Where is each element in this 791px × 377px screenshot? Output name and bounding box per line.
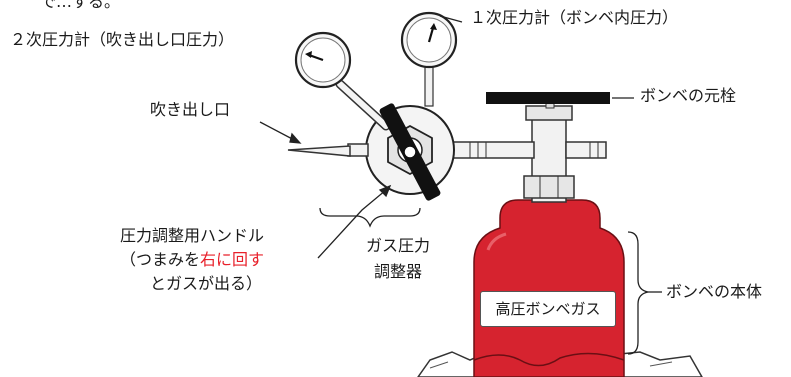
connecting-pipe: [441, 141, 535, 159]
handle-note: （つまみを右に回す: [120, 250, 264, 270]
secondary-pressure-gauge: [294, 31, 352, 89]
regulator-label-line1: ガス圧力: [366, 236, 431, 255]
handle-note-highlight: 右に回す: [200, 250, 265, 269]
leader-lines: [259, 15, 662, 355]
regulator-label-line2: 調整器: [374, 262, 423, 281]
cylinder-body: [473, 199, 625, 377]
adjusting-handle: [379, 103, 441, 201]
handle-note-suffix: とガスが出る）: [150, 274, 263, 293]
tank-label: 高圧ボンベガス: [480, 291, 616, 327]
valve-label: ボンベの元栓: [640, 86, 737, 105]
primary-gauge-label: １次圧力計（ボンベ内圧力）: [470, 8, 679, 27]
valve-assembly: [523, 95, 607, 203]
handle-label: 圧力調整用ハンドル: [120, 226, 265, 245]
valve-handle-bar: [486, 92, 610, 104]
handle-note-prefix: （つまみを: [120, 250, 201, 269]
outlet-label: 吹き出し口: [150, 100, 231, 119]
outlet-nozzle: [287, 143, 369, 157]
top-caption-fragment: で…する。: [40, 0, 121, 11]
secondary-gauge-label: ２次圧力計（吹き出し口圧力）: [10, 30, 235, 49]
body-label: ボンベの本体: [666, 282, 763, 301]
primary-pressure-gauge: [400, 11, 458, 69]
